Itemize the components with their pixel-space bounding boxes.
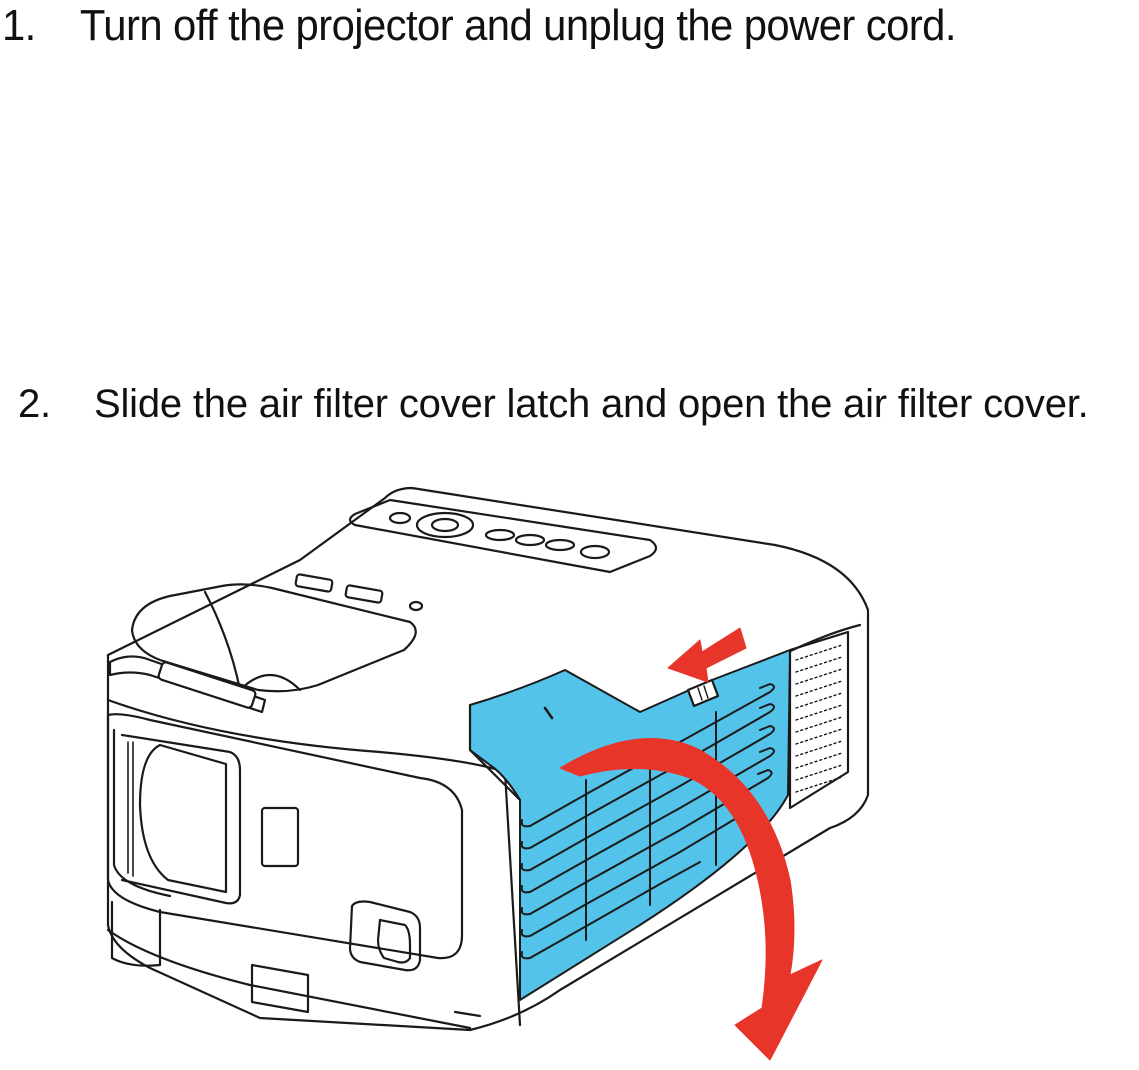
front-knob xyxy=(376,918,412,964)
filter-cover-latch xyxy=(686,678,720,708)
lens-housing-inner xyxy=(203,590,302,692)
indicator-1 xyxy=(294,573,334,593)
lens-housing-rim xyxy=(130,583,417,693)
front-sensor xyxy=(260,806,300,868)
side-vent xyxy=(788,630,850,810)
control-button-1 xyxy=(484,528,516,542)
foot-left xyxy=(110,900,162,967)
top-side-edge xyxy=(106,698,522,1027)
indicator-2 xyxy=(344,584,384,604)
latch-grip xyxy=(697,685,709,701)
front-panel xyxy=(106,713,464,960)
lens-glass-shade xyxy=(127,741,134,877)
open-arrow-icon xyxy=(559,737,823,1061)
lens-glass xyxy=(138,743,228,894)
step-2: 2. Slide the air filter cover latch and … xyxy=(18,384,1089,424)
front-knob-housing xyxy=(348,900,422,972)
cover-front-fold xyxy=(468,703,522,802)
control-button-2 xyxy=(514,533,546,547)
control-button-left xyxy=(388,511,412,525)
projector-illustration xyxy=(106,486,870,1061)
lens-slider-tab xyxy=(157,661,257,709)
control-dpad-outer xyxy=(415,511,475,539)
step-1-number: 1. xyxy=(2,1,36,50)
step-2-number: 2. xyxy=(18,382,51,426)
foot-front xyxy=(250,963,310,1014)
control-button-4 xyxy=(579,544,611,560)
control-panel xyxy=(348,498,658,574)
indicator-light xyxy=(408,600,424,612)
base-slot xyxy=(453,1010,482,1018)
bottom-base xyxy=(106,928,472,1030)
lens-window xyxy=(120,733,242,905)
step-1: 1. Turn off the projector and unplug the… xyxy=(2,4,956,48)
cover-latch-slot xyxy=(543,706,554,720)
slide-arrow-icon xyxy=(667,627,747,683)
control-dpad-inner xyxy=(430,517,460,533)
step-2-text: Slide the air filter cover latch and ope… xyxy=(94,382,1089,426)
control-button-3 xyxy=(544,538,576,552)
step-1-text: Turn off the projector and unplug the po… xyxy=(79,1,957,50)
